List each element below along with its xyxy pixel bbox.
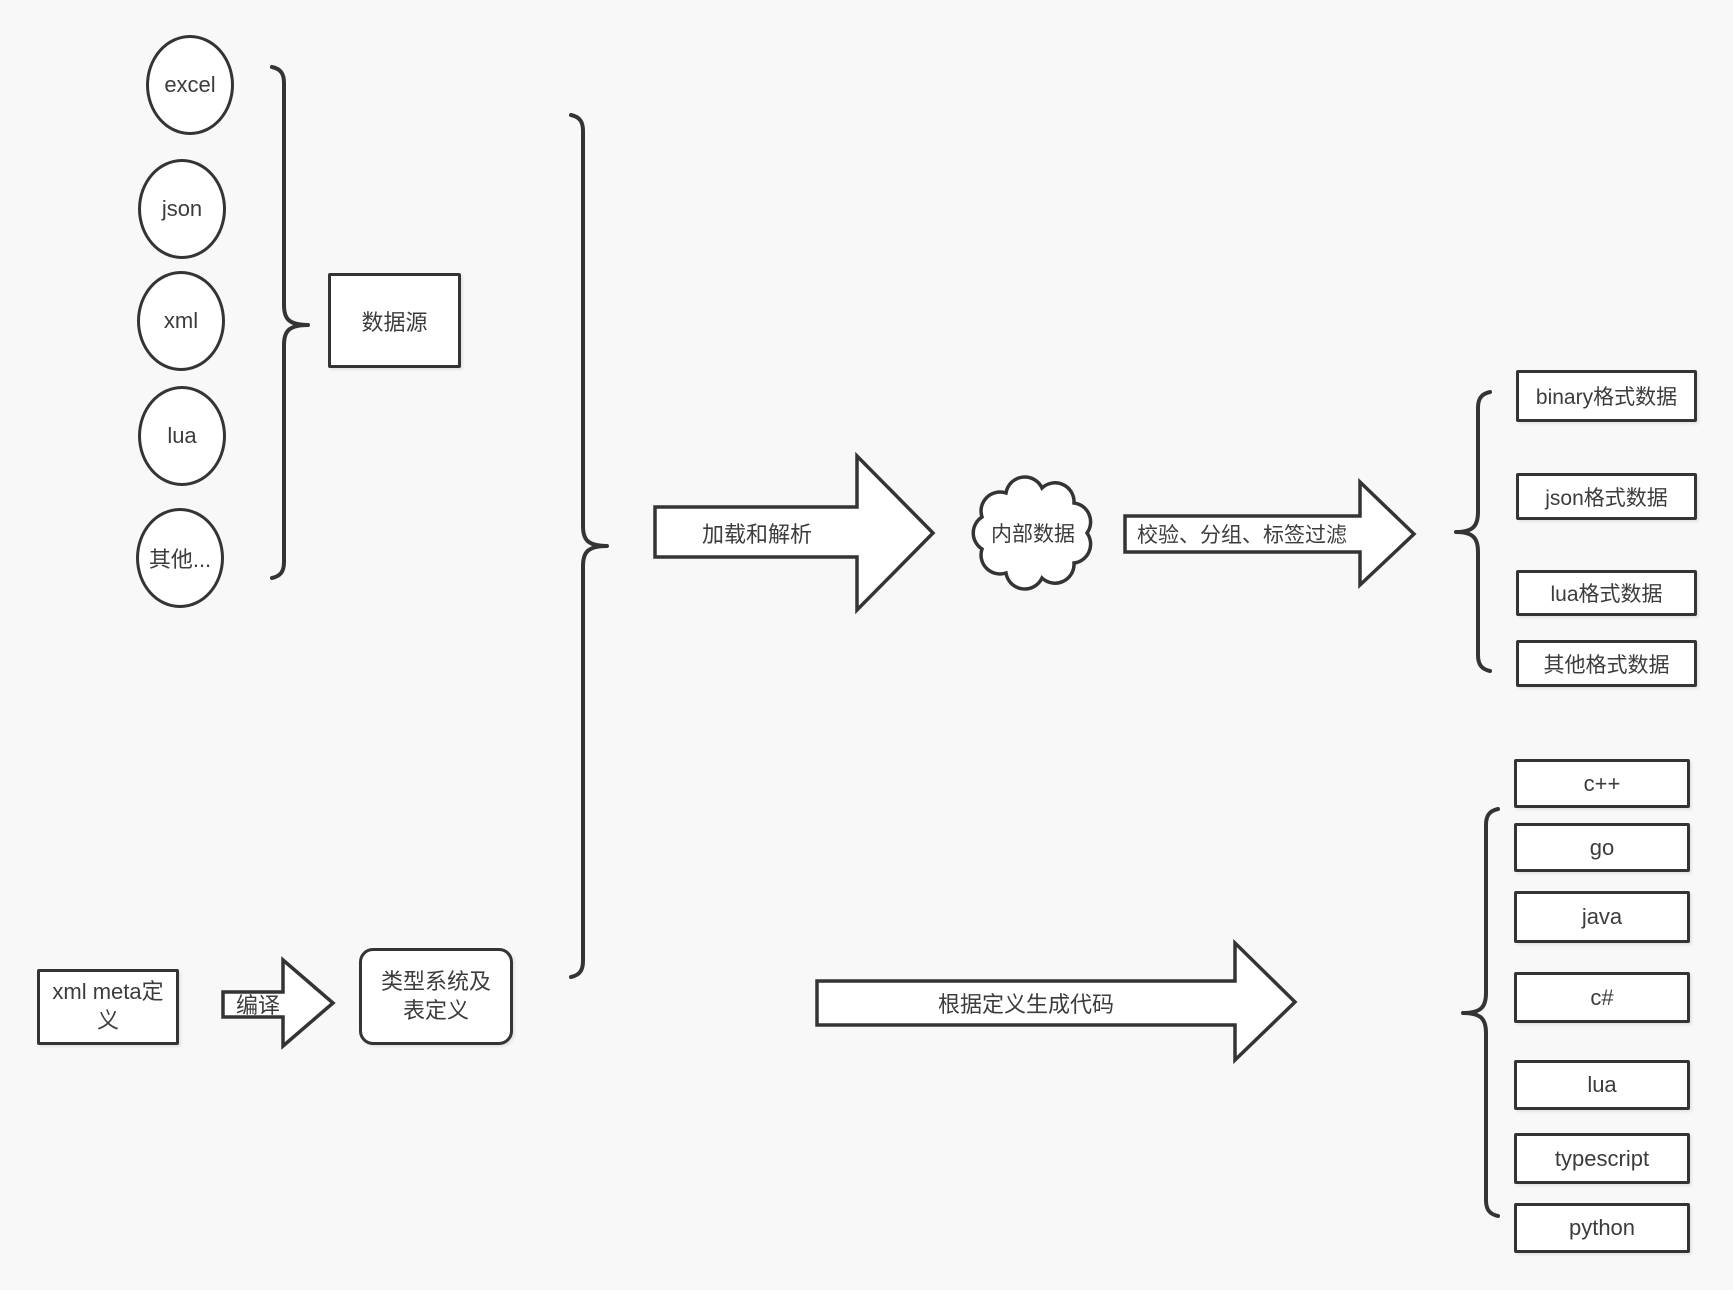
type-system-box: 类型系统及表定义 <box>359 948 513 1045</box>
language-box-typescript: typescript <box>1514 1133 1690 1184</box>
language-box-go: go <box>1514 823 1690 872</box>
language-box-lua: lua <box>1514 1060 1690 1110</box>
filter-arrow-label: 校验、分组、标签过滤 <box>1137 524 1347 547</box>
codegen-arrow-label: 根据定义生成代码 <box>937 992 1115 1017</box>
data-source-box: 数据源 <box>328 273 461 368</box>
internal-data-label: 内部数据 <box>991 523 1075 546</box>
brace-inputs <box>569 113 609 979</box>
language-box-csharp: c# <box>1514 972 1690 1023</box>
language-box-java: java <box>1514 891 1690 943</box>
arrow-load-parse <box>653 451 936 615</box>
source-node-xml: xml <box>137 271 225 371</box>
arrow-codegen <box>815 938 1298 1065</box>
internal-data-cloud <box>971 475 1093 591</box>
format-box-lua: lua格式数据 <box>1516 570 1697 616</box>
arrow-filter <box>1123 477 1417 590</box>
format-box-binary: binary格式数据 <box>1516 370 1697 422</box>
source-node-other: 其他... <box>136 508 224 608</box>
brace-sources <box>270 65 310 580</box>
source-node-json: json <box>138 159 226 259</box>
load-parse-arrow-label: 加载和解析 <box>701 522 813 547</box>
format-box-other: 其他格式数据 <box>1516 640 1697 687</box>
arrow-compile <box>221 956 336 1050</box>
source-node-lua: lua <box>138 386 226 486</box>
source-node-excel: excel <box>146 35 234 135</box>
language-box-python: python <box>1514 1203 1690 1253</box>
xml-meta-box: xml meta定义 <box>37 969 179 1045</box>
compile-arrow-label: 编译 <box>235 993 281 1018</box>
brace-formats <box>1454 390 1492 673</box>
language-box-cpp: c++ <box>1514 759 1690 808</box>
brace-languages <box>1461 807 1500 1218</box>
format-box-json: json格式数据 <box>1516 473 1697 520</box>
